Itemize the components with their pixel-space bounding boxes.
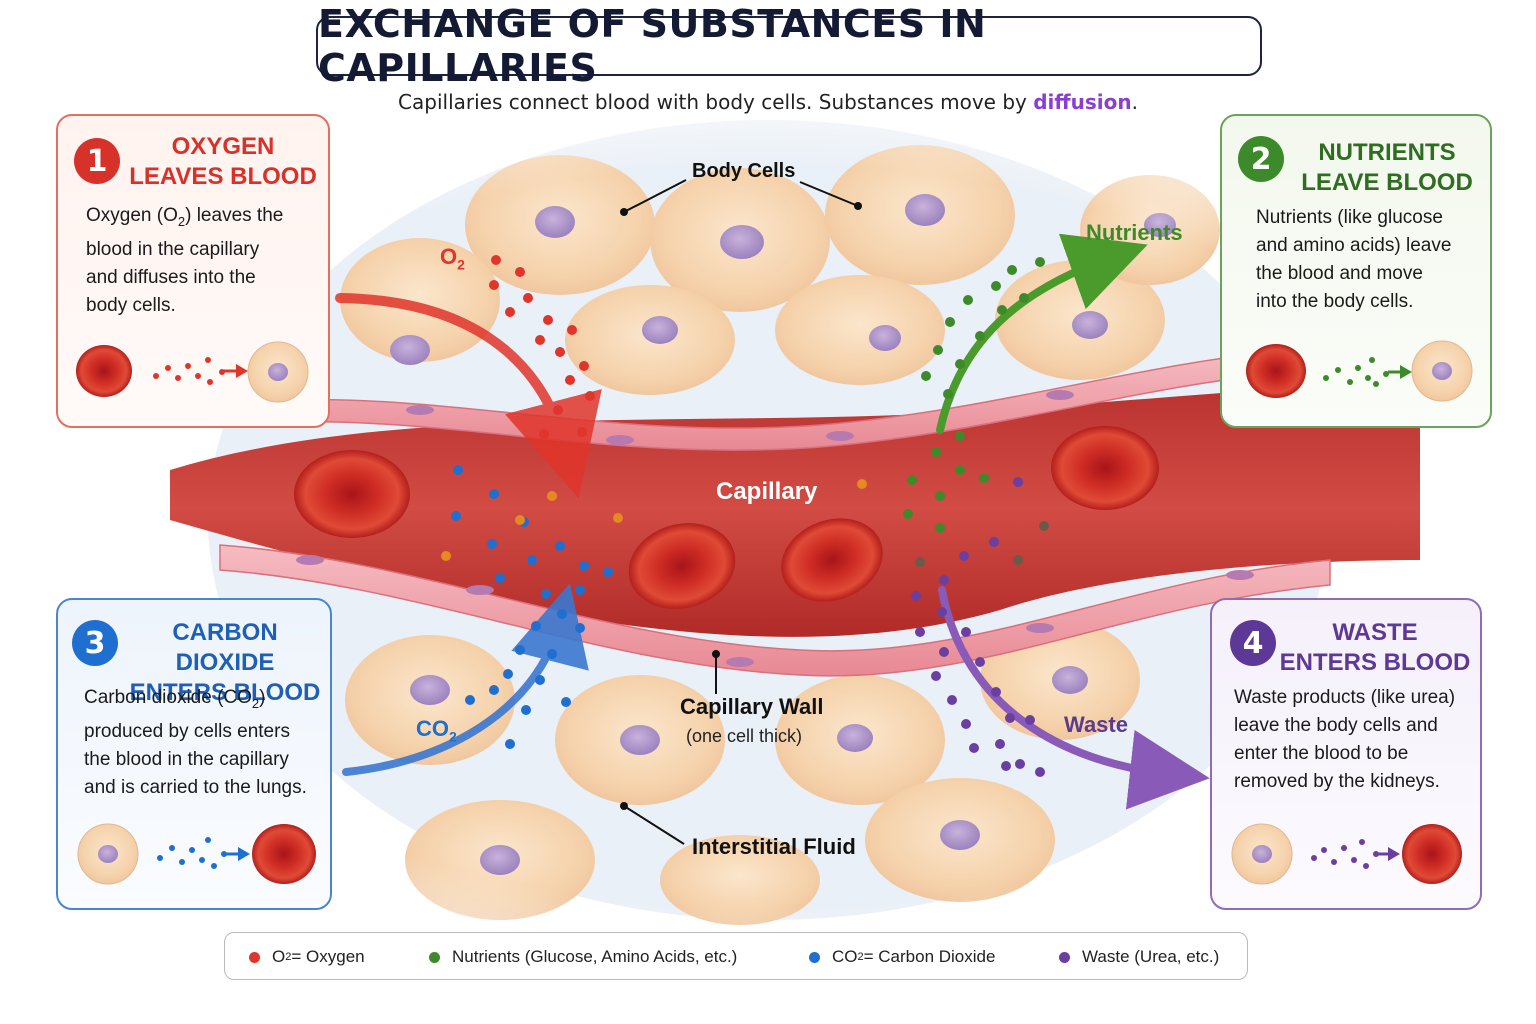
box1-title-line1: OXYGEN <box>171 133 275 160</box>
box3-title: CARBON DIOXIDE ENTERS BLOOD <box>120 618 330 708</box>
legend-waste-main: Waste (Urea, etc.) <box>1082 947 1220 966</box>
info-box-oxygen: 1 OXYGEN LEAVES BLOOD Oxygen (O2) leaves… <box>56 114 330 428</box>
interstitial-fluid-label: Interstitial Fluid <box>692 834 856 859</box>
legend-dot-oxygen <box>249 951 260 963</box>
box1-title: OXYGEN LEAVES BLOOD <box>128 132 318 192</box>
box2-title-line1: NUTRIENTS <box>1318 139 1456 166</box>
capillary-label: Capillary <box>716 478 818 505</box>
cell-to-rbc-icon <box>1231 823 1462 885</box>
box3-title-line2: ENTERS BLOOD <box>129 679 321 706</box>
legend-dot-waste <box>1059 951 1070 963</box>
box3-text: Carbon dioxide (CO2) produced by cells e… <box>84 684 330 802</box>
legend-oxygen-sub: 2 <box>285 951 292 963</box>
box1-text-line1: Oxygen (O <box>86 205 178 226</box>
box1-text: Oxygen (O2) leaves the blood in the capi… <box>86 202 326 320</box>
subtitle-text: Capillaries connect blood with body cell… <box>398 90 1034 114</box>
box4-title-line2: ENTERS BLOOD <box>1279 649 1471 676</box>
box4-title-line1: WASTE <box>1332 619 1418 646</box>
badge-2: 2 <box>1238 136 1284 182</box>
body-cells-label: Body Cells <box>692 160 796 182</box>
co2-label: CO2 <box>416 716 457 744</box>
legend-oxygen-rest: = Oxygen <box>291 947 365 966</box>
badge-1: 1 <box>74 138 120 184</box>
o2-label: O2 <box>440 244 465 272</box>
box2-text: Nutrients (like glucose and amino acids)… <box>1256 207 1452 312</box>
cell-to-rbc-icon <box>77 823 316 885</box>
capillary-wall-label: Capillary Wall <box>680 694 824 719</box>
box2-title-line2: LEAVE BLOOD <box>1301 169 1473 196</box>
legend-item-nutrients: Nutrients (Glucose, Amino Acids, etc.) <box>429 933 737 981</box>
badge-4: 4 <box>1230 620 1276 666</box>
subtitle: Capillaries connect blood with body cell… <box>0 90 1536 114</box>
co2-label-main: CO <box>416 716 449 741</box>
info-box-carbon-dioxide: 3 CARBON DIOXIDE ENTERS BLOOD Carbon dio… <box>56 598 332 910</box>
box1-title-line2: LEAVES BLOOD <box>129 163 317 190</box>
legend-nutrients-main: Nutrients (Glucose, Amino Acids, etc.) <box>452 947 738 966</box>
badge-3: 3 <box>72 620 118 666</box>
title-box: EXCHANGE OF SUBSTANCES IN CAPILLARIES <box>316 2 1262 90</box>
box1-text-sub: 2 <box>177 213 186 229</box>
box3-text-line1: Carbon dioxide (CO <box>84 687 252 708</box>
legend-dot-carbon-dioxide <box>809 951 820 963</box>
legend-item-waste: Waste (Urea, etc.) <box>1059 933 1219 981</box>
leader-lines <box>623 179 859 845</box>
nutrients-label: Nutrients <box>1086 220 1183 245</box>
o2-label-main: O <box>440 244 458 269</box>
subtitle-highlight: diffusion <box>1033 90 1132 114</box>
box3-text-rest: ) produced by cells enters the blood in … <box>84 687 307 798</box>
box3-text-sub: 2 <box>251 695 260 711</box>
box3-title-line1: CARBON DIOXIDE <box>172 619 278 676</box>
legend-dot-nutrients <box>429 951 440 963</box>
waste-label: Waste <box>1064 712 1128 737</box>
legend-co2-main: CO <box>832 947 858 966</box>
box2-title: NUTRIENTS LEAVE BLOOD <box>1292 138 1482 198</box>
co2-label-sub: 2 <box>449 728 457 745</box>
o2-label-sub: 2 <box>457 256 465 273</box>
info-box-nutrients: 2 NUTRIENTS LEAVE BLOOD Nutrients (like … <box>1220 114 1492 428</box>
capillary-wall-sublabel: (one cell thick) <box>686 726 803 746</box>
box4-text: Waste products (like urea) leave the bod… <box>1234 687 1456 792</box>
subtitle-end: . <box>1131 90 1138 114</box>
rbc-to-cell-icon <box>76 341 309 403</box>
page-title: EXCHANGE OF SUBSTANCES IN CAPILLARIES <box>318 2 987 90</box>
box4-title: WASTE ENTERS BLOOD <box>1278 618 1472 678</box>
box1-text-rest: ) leaves the blood in the capillary and … <box>86 205 284 316</box>
legend-co2-rest: = Carbon Dioxide <box>863 947 996 966</box>
info-box-waste: 4 WASTE ENTERS BLOOD Waste products (lik… <box>1210 598 1482 910</box>
legend-co2-sub: 2 <box>857 951 864 963</box>
legend-oxygen-main: O <box>272 947 286 966</box>
rbc-to-cell-icon <box>1246 340 1473 402</box>
